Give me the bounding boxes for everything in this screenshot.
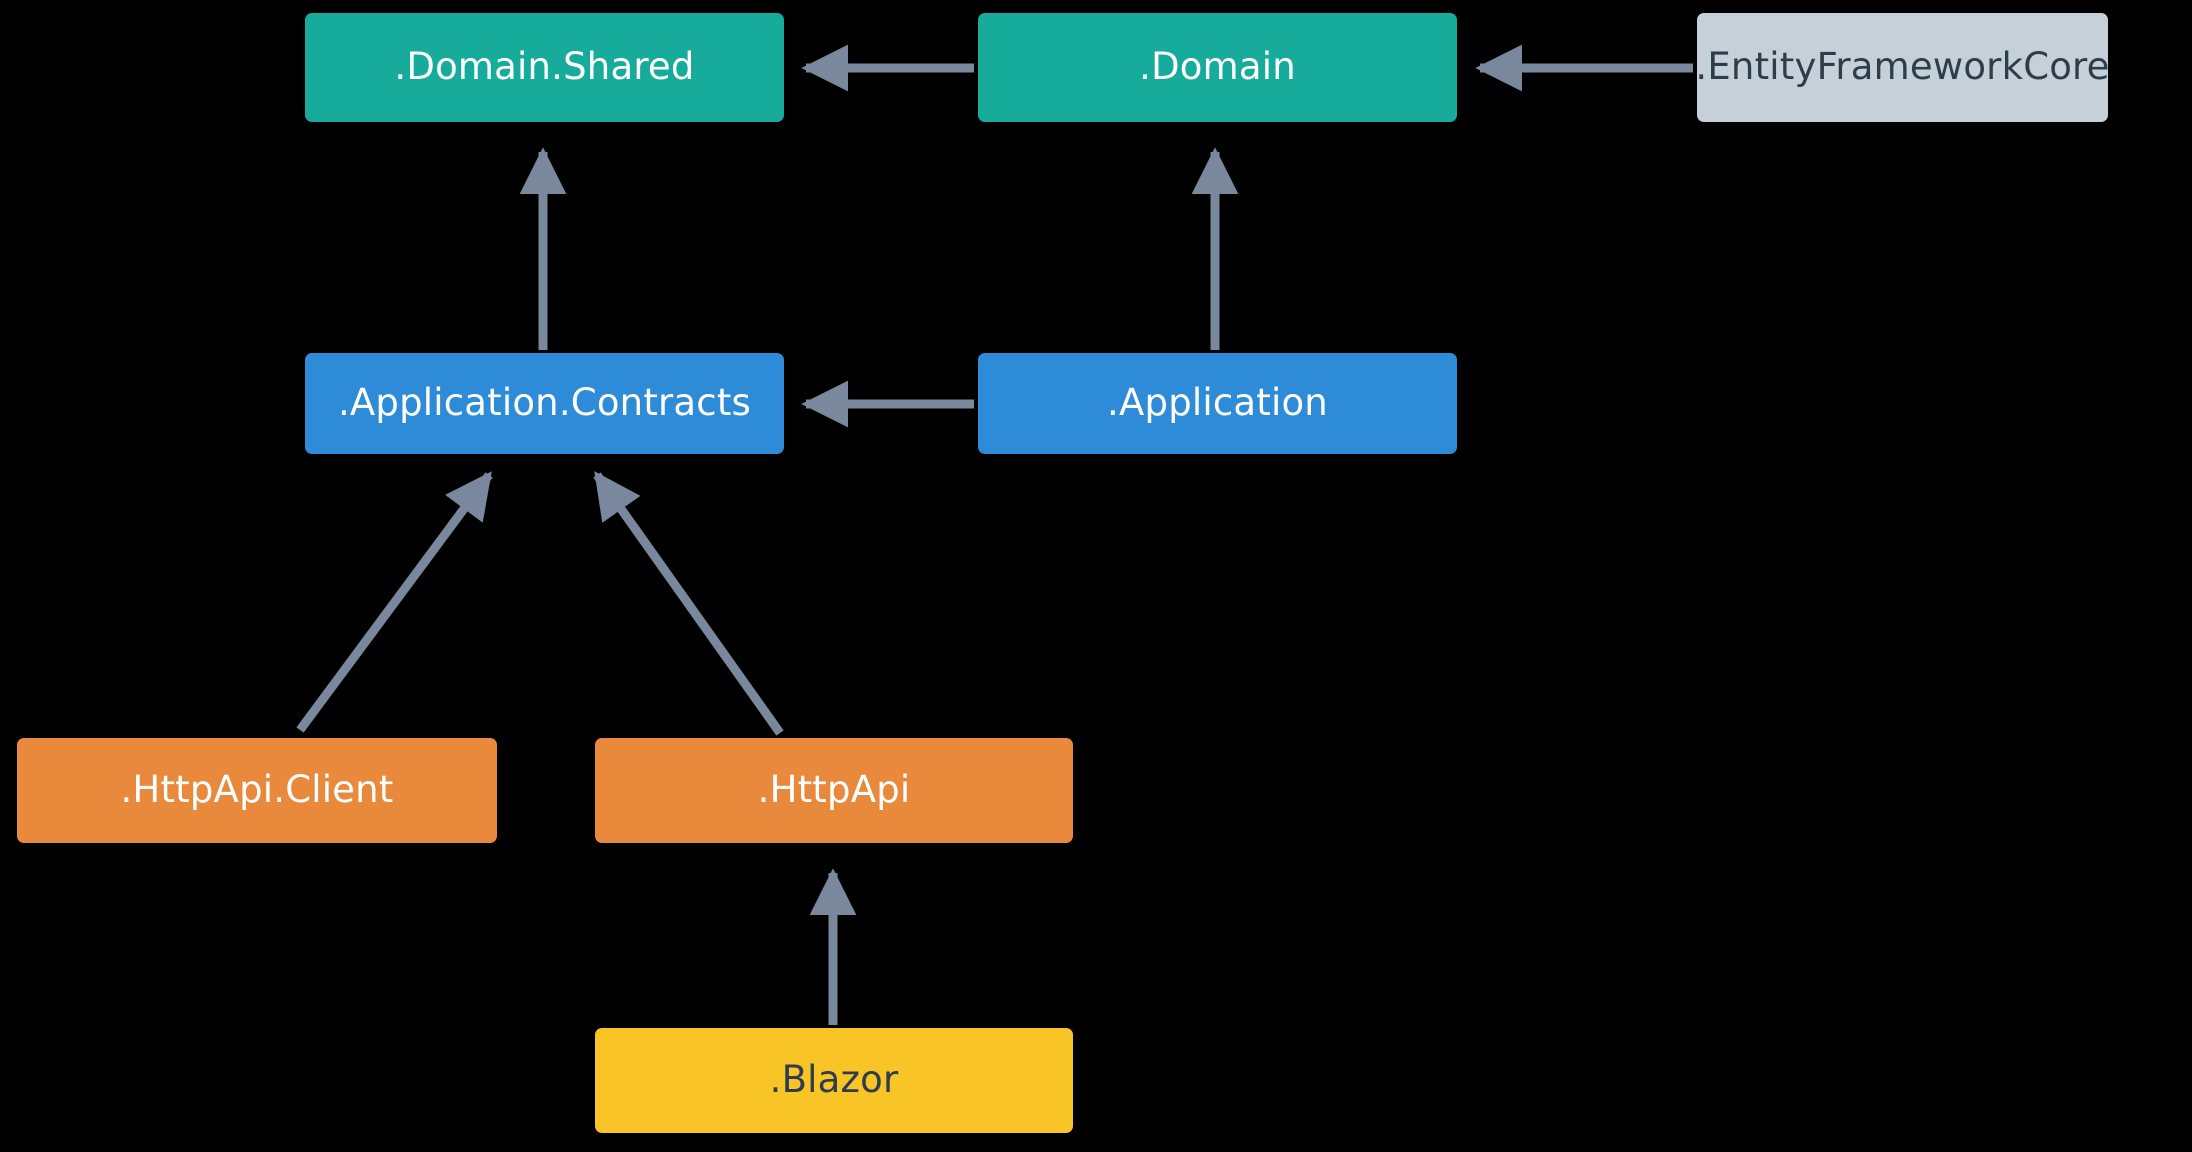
node-application-contracts-label: .Application.Contracts — [337, 381, 752, 425]
node-domain-shared-label: .Domain.Shared — [394, 45, 695, 89]
node-entityframeworkcore-label: .EntityFrameworkCore — [1695, 45, 2110, 89]
node-httpapi-client-label: .HttpApi.Client — [120, 768, 394, 812]
node-domain-label: .Domain — [1139, 45, 1296, 89]
node-domain[interactable]: .Domain — [978, 13, 1457, 122]
node-entityframeworkcore[interactable]: .EntityFrameworkCore — [1695, 13, 2110, 122]
node-application[interactable]: .Application — [978, 353, 1457, 454]
node-httpapi-label: .HttpApi — [757, 768, 911, 812]
node-application-label: .Application — [1107, 381, 1328, 425]
node-httpapi[interactable]: .HttpApi — [595, 738, 1073, 843]
node-blazor-label: .Blazor — [769, 1058, 899, 1102]
node-application-contracts[interactable]: .Application.Contracts — [305, 353, 784, 454]
edge-httpapi-to-app-contracts — [593, 471, 784, 736]
node-httpapi-client[interactable]: .HttpApi.Client — [17, 738, 497, 843]
edge-httpapi-client-to-app-contracts — [296, 471, 493, 733]
node-blazor[interactable]: .Blazor — [595, 1028, 1073, 1133]
node-domain-shared[interactable]: .Domain.Shared — [305, 13, 784, 122]
